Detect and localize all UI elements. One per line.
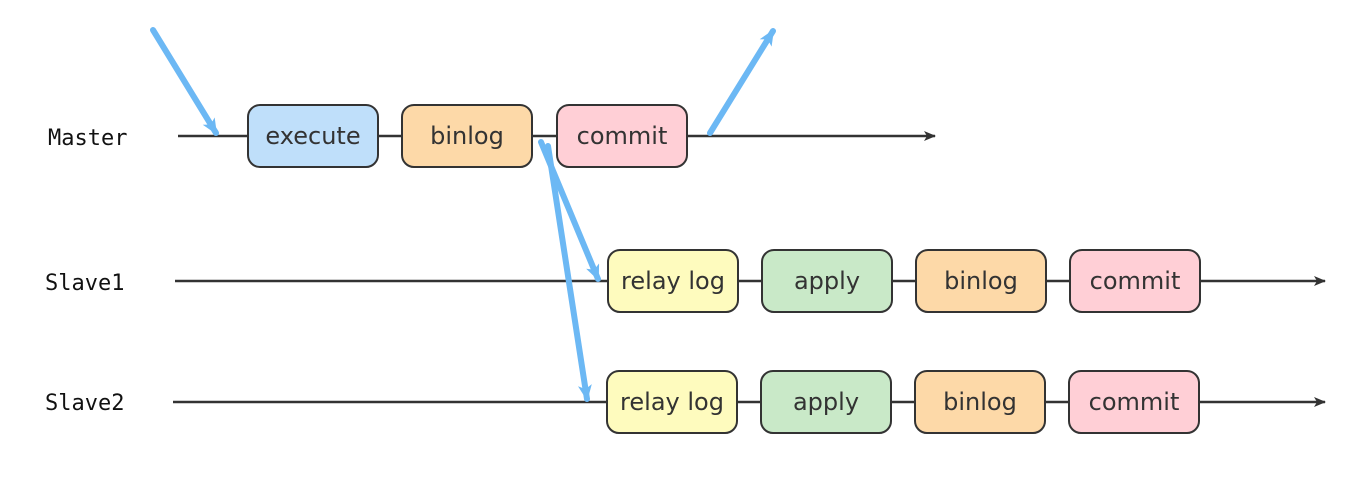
slave2-commit-box: commit (1068, 370, 1200, 434)
slave2-apply-text: apply (793, 388, 859, 416)
binlog-to-slave2-arrow (545, 143, 592, 402)
master-commit-box: commit (556, 104, 688, 168)
slave1-label: Slave1 (45, 271, 124, 296)
flow-arrows (150, 27, 776, 402)
slave2-relay-log-rect (606, 370, 738, 434)
slave1-relay-log-box: relay log (607, 249, 739, 313)
slave2-apply-rect (760, 370, 892, 434)
master-execute-box: execute (247, 104, 379, 168)
slave2-binlog-box: binlog (914, 370, 1046, 434)
slave1-binlog-text: binlog (944, 267, 1018, 295)
slave2-relay-log-box: relay log (606, 370, 738, 434)
slave1-row: Slave1 relay log apply binlog commit (45, 249, 1326, 313)
slave2-relay-log-text: relay log (620, 388, 724, 416)
response-out-arrow (707, 28, 776, 136)
slave2-row: Slave2 relay log apply binlog commit (45, 370, 1326, 434)
slave1-commit-box: commit (1069, 249, 1201, 313)
slave1-commit-rect (1069, 249, 1201, 313)
master-execute-text: execute (265, 122, 360, 150)
slave2-commit-text: commit (1089, 388, 1180, 416)
slave1-relay-log-text: relay log (621, 267, 725, 295)
slave2-apply-box: apply (760, 370, 892, 434)
slave1-apply-rect (761, 249, 893, 313)
master-execute-rect (247, 104, 379, 168)
slave2-binlog-rect (914, 370, 1046, 434)
slave1-commit-text: commit (1090, 267, 1181, 295)
slave1-binlog-box: binlog (915, 249, 1047, 313)
master-commit-text: commit (577, 122, 668, 150)
master-binlog-text: binlog (430, 122, 504, 150)
slave1-binlog-rect (915, 249, 1047, 313)
slave2-label: Slave2 (45, 391, 124, 416)
slave1-apply-box: apply (761, 249, 893, 313)
master-binlog-box: binlog (401, 104, 533, 168)
slave1-apply-text: apply (794, 267, 860, 295)
slave1-relay-log-rect (607, 249, 739, 313)
master-row: Master execute binlog commit (48, 104, 936, 168)
master-binlog-rect (401, 104, 533, 168)
slave2-commit-rect (1068, 370, 1200, 434)
request-in-arrow (150, 27, 219, 136)
slave2-binlog-text: binlog (943, 388, 1017, 416)
master-commit-rect (556, 104, 688, 168)
master-label: Master (48, 126, 127, 151)
